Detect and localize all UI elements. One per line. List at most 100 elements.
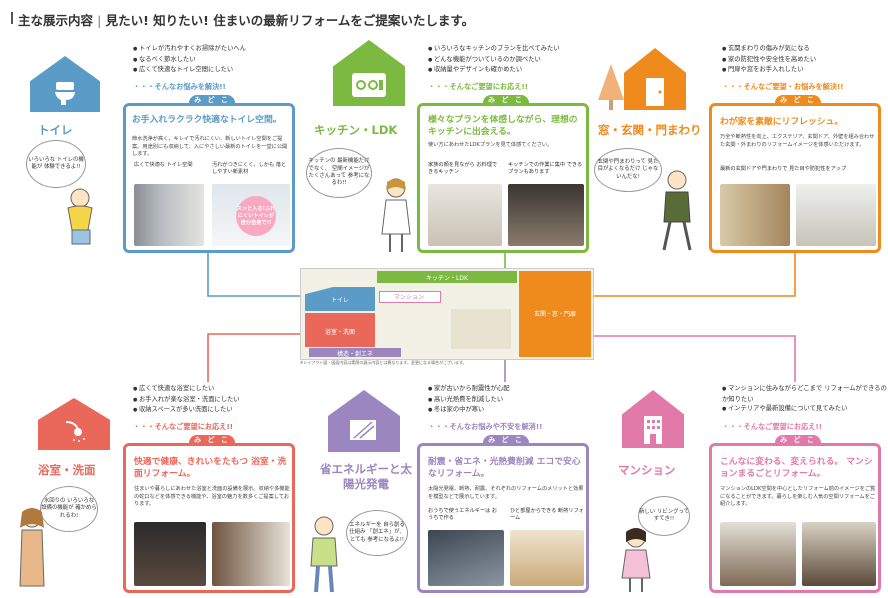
- mansion-bullet: マンションに住みながらどこまで リフォームができるのか知りたい: [722, 384, 888, 404]
- mansion-photo: [720, 522, 796, 586]
- bath-bullets: 広くて快適な浴室にしたい お手入れが楽な浴室・洗面にしたい 収納スペースが多い洗…: [133, 384, 240, 416]
- energy-desc: 太陽光発電、断熱、耐震、それぞれのリフォームのメリットと効果を模型などで展示して…: [428, 486, 584, 500]
- man-person-icon: [662, 170, 692, 251]
- bath-photo: [212, 522, 290, 586]
- toilet-feature: 汚れがつきにくく、しかも 落としやすい新素材: [212, 162, 287, 175]
- bath-tab: み ど こ ろ: [189, 435, 235, 454]
- energy-label: 省エネルギーと太陽光発電: [320, 462, 412, 491]
- entrance-tab: み ど こ ろ: [775, 95, 821, 114]
- entrance-problem: ・・・そんなご要望・お悩みを解決!!: [722, 82, 844, 91]
- fp-toilet-label: トイレ: [330, 297, 349, 304]
- floor-plan: トイレ キッチン・LDK マンション 玄関・窓・門扉 浴室・洗面 構造・創エネ: [300, 268, 594, 360]
- bath-title: 快適で健康、きれいをたもつ 浴室・洗面リフォーム。: [134, 457, 287, 479]
- mansion-label: マンション: [618, 463, 676, 477]
- kitchen-panel: み ど こ ろ 様々なプランを体感しながら、理想のキッチンに出会える。 使い方に…: [417, 95, 589, 253]
- toilet-bullet: なるべく節水したい: [133, 55, 246, 66]
- bath-problem: ・・・そんなご要望にお応え!!: [133, 422, 233, 431]
- header-bar: [11, 12, 13, 24]
- mansion-problem: ・・・そんなご要望にお応え!!: [722, 422, 822, 431]
- bath-panel: み ど こ ろ 快適で健康、きれいをたもつ 浴室・洗面リフォーム。 住まいや暮ら…: [123, 435, 295, 593]
- energy-feature: おうちで使うエネルギーは おうちで作る: [428, 508, 498, 521]
- energy-title: 耐震・省エネ・光熱費削減 エコで安心なリフォーム。: [428, 457, 581, 479]
- fp-mansion-label: マンション: [393, 294, 424, 301]
- toilet-bullet: 広くて快適なトイレ空間にしたい: [133, 65, 246, 76]
- mansion-title: こんなに変わる、変えられる。 マンションまるごとリフォーム。: [720, 457, 873, 479]
- energy-bullet: 高い光熱費を削減したい: [428, 395, 510, 406]
- kitchen-title: 様々なプランを体感しながら、理想のキッチンに出会える。: [428, 115, 578, 137]
- kitchen-bullet: どんな機能がついているのか調べたい: [428, 55, 560, 66]
- energy-feature: ひと部屋からできる 断熱リフォーム: [510, 508, 584, 521]
- entrance-feature: 最新の玄関ドアや門まわりで 見た目や防犯性をアップ: [720, 166, 847, 172]
- kitchen-tab: み ど こ ろ: [483, 95, 529, 114]
- fp-note: ※レイアウト図・図面内容は実際の展示内容とは異なります。変更になる場合がございま…: [300, 360, 467, 365]
- toilet-panel: み ど こ ろ お手入れラクラク快適なトイレ空間。 節水洗浄が高く、キレイで汚れ…: [123, 95, 295, 253]
- bath-bullet: 広くて快適な浴室にしたい: [133, 384, 240, 395]
- toilet-icon: [55, 82, 75, 105]
- bath-photo: [134, 522, 206, 586]
- toilet-label: トイレ: [38, 123, 73, 137]
- solar-panel-icon: [350, 420, 376, 440]
- energy-photo: [428, 530, 504, 586]
- bath-bullet: 収納スペースが多い洗面にしたい: [133, 405, 240, 416]
- fp-bath-label: 浴室・洗面: [324, 329, 355, 336]
- bath-label: 浴室・洗面: [38, 463, 96, 477]
- entrance-label: 窓・玄関・門まわり: [598, 123, 702, 137]
- toilet-tab: み ど こ ろ: [189, 95, 235, 114]
- toilet-bubble: いろいろな トイレの機能が 体験できるよ!!: [26, 140, 86, 188]
- mansion-bullets: マンションに住みながらどこまで リフォームができるのか知りたい インテリアや最新…: [722, 384, 888, 415]
- kitchen-bubble: キッチンの 最新機能だけでなく、 空間イメージが たくさんあって 参考になるわ!…: [306, 148, 372, 198]
- energy-bullets: 家が古いから耐震性が心配 高い光熱費を削減したい 冬は家の中が寒い: [428, 384, 510, 416]
- toilet-bullets: トイレが汚れやすくお掃除がたいへん なるべく節水したい 広くて快適なトイレ空間に…: [133, 44, 246, 76]
- toilet-title: お手入れラクラク快適なトイレ空間。: [132, 115, 282, 125]
- building-icon: [644, 416, 662, 444]
- bath-desc: 住まいや暮らしにあわせた浴室と洗面の設備を展示。収納や多機能の蛇口などを体感でき…: [134, 486, 290, 507]
- toilet-bullet: トイレが汚れやすくお掃除がたいへん: [133, 44, 246, 55]
- fp-mansion: [379, 291, 441, 303]
- girl-person-icon: [621, 528, 651, 592]
- toilet-badge: スッと入る!ふれにくいトイレが 自分自身で!!: [236, 196, 276, 236]
- toilet-desc: 節水洗浄が高く、キレイで汚れにくい、新しいトイレ空間をご提案。用途別にも収納して…: [132, 136, 288, 157]
- tree-icon: [598, 64, 624, 110]
- entrance-title: わが家を素敵にリフレッシュ。: [720, 117, 844, 127]
- kitchen-photo: [428, 184, 502, 246]
- fp-kitchen-label: キッチン・LDK: [426, 275, 468, 282]
- header-title: 主な展示内容: [18, 13, 94, 28]
- mansion-panel: み ど こ ろ こんなに変わる、変えられる。 マンションまるごとリフォーム。 マ…: [709, 435, 881, 593]
- bath-bubble: 水回りの いろいろな 設備の機能が 確かめられるわ!: [40, 486, 98, 532]
- energy-panel: み ど こ ろ 耐震・省エネ・光熱費削減 エコで安心なリフォーム。 太陽光発電、…: [417, 435, 589, 593]
- kitchen-bullets: いろいろなキッチンのプランを比べてみたい どんな機能がついているのか調べたい 収…: [428, 44, 560, 76]
- fp-bath: [305, 313, 375, 347]
- kitchen-desc: 使い方にあわせたLDKプランを見て体感てください。: [428, 142, 553, 148]
- kitchen-label: キッチン・LDK: [314, 123, 398, 137]
- mansion-desc: マンションのLDK空間を中心としたリフォーム前のイメージをご覧になることができま…: [720, 486, 876, 507]
- energy-tab: み ど こ ろ: [483, 435, 529, 454]
- header-subtitle: 見たい! 知りたい! 住まいの最新リフォームをご提案いたします。: [105, 13, 475, 28]
- entrance-photo: [720, 184, 790, 246]
- page-header: 主な展示内容|見たい! 知りたい! 住まいの最新リフォームをご提案いたします。: [18, 13, 475, 28]
- entrance-bubble: 玄関や門まわりって 見た目がよくなるだけ じゃないんだな!: [594, 148, 662, 192]
- mansion-tab: み ど こ ろ: [775, 435, 821, 454]
- kitchen-feature: キッチンでの作業に集中 できるプランもあります: [508, 162, 583, 175]
- fp-entrance: [519, 271, 591, 357]
- kitchen-problem: ・・・そんなご要望にお応え!!: [428, 82, 528, 91]
- entrance-bullet: 家の防犯性や安全性を高めたい: [722, 55, 816, 66]
- toilet-problem: ・・・そんなお悩みを解決!!: [133, 82, 226, 91]
- fp-energy: [309, 348, 401, 357]
- toilet-feature: 広くて快適な トイレ空間: [134, 162, 193, 168]
- fp-kitchen: [377, 271, 517, 283]
- energy-bullet: 冬は家の中が寒い: [428, 405, 510, 416]
- energy-problem: ・・・そんなお悩みや不安を解消!!: [428, 422, 543, 431]
- entrance-icon: [646, 78, 664, 106]
- entrance-panel: み ど こ ろ わが家を素敵にリフレッシュ。 万全や断熱性を向上、エクステリア、…: [709, 95, 881, 253]
- entrance-desc: 万全や断熱性を向上、エクステリア、玄関ドア、外壁を組み合わせた玄関・外まわりのリ…: [720, 134, 875, 148]
- fp-room: [451, 309, 511, 349]
- energy-photo: [510, 530, 584, 586]
- mansion-photo: [802, 522, 876, 586]
- toilet-photo: [134, 184, 204, 246]
- kitchen-photo: [508, 184, 584, 246]
- entrance-bullets: 玄関まわりの傷みが気になる 家の防犯性や安全性を高めたい 門扉や窓をお手入れした…: [722, 44, 816, 76]
- entrance-bullet: 門扉や窓をお手入れしたい: [722, 65, 816, 76]
- fp-energy-label: 構造・創エネ: [336, 351, 373, 358]
- woman-person-icon: [19, 508, 45, 587]
